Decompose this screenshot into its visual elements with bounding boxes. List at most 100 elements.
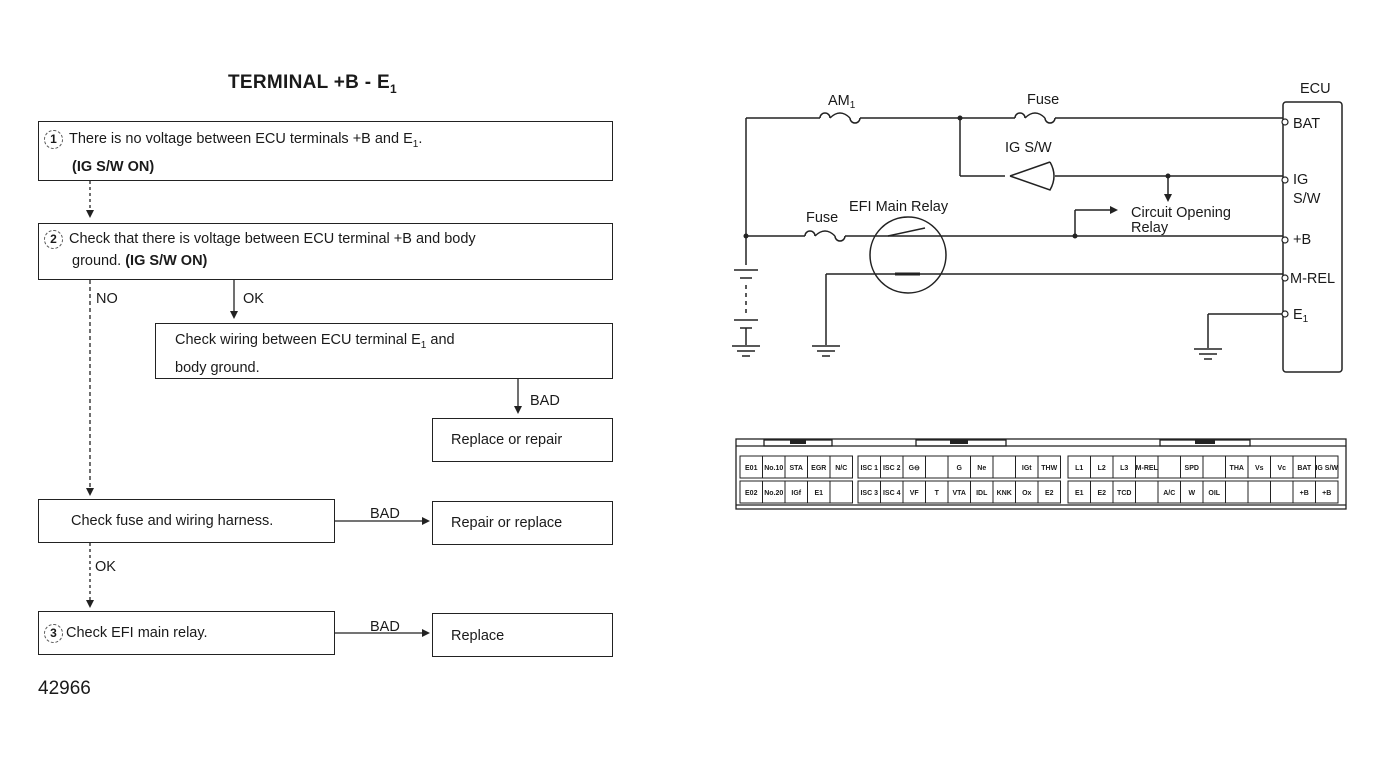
connector-pin-cell (1202, 455, 1226, 479)
step1-box (38, 121, 613, 181)
connector-pin-label: IGf (791, 490, 801, 497)
connector-pin-cell (1157, 455, 1181, 479)
label-ok-2: OK (95, 559, 116, 575)
circuit-opening-relay-label-1: Circuit Opening (1131, 205, 1231, 221)
connector-pin-label: W (1188, 490, 1195, 497)
connector-pin-label: IDL (976, 490, 988, 497)
connector-pin-label: Vc (1277, 465, 1286, 472)
connector-pin-label: +B (1300, 490, 1309, 497)
connector-pin-cell (829, 480, 853, 504)
circuit-opening-relay-label-2: Relay (1131, 220, 1169, 236)
connector-pin-label: L1 (1075, 465, 1083, 472)
connector-pin-label: E02 (745, 490, 758, 497)
check-wiring-text: Check wiring between ECU terminal E1 and… (175, 332, 455, 376)
check-wiring-box (155, 323, 613, 379)
replace-box (432, 613, 613, 657)
connector-pin-label: L2 (1098, 465, 1106, 472)
connector-pin-label: ISC 3 (860, 490, 878, 497)
connector-pin-label: SPD (1185, 465, 1199, 472)
connector-pin-label: N/C (835, 465, 847, 472)
connector-pin-label: ISC 1 (860, 465, 878, 472)
connector-pin-label: No.20 (764, 490, 783, 497)
connector-pin-label: +B (1322, 490, 1331, 497)
label-bad-3: BAD (370, 619, 400, 635)
connector-pin-cell (1247, 480, 1271, 504)
connector-pin-label: G (957, 465, 963, 472)
connector-pin-label: Ox (1022, 490, 1031, 497)
connector-pin-label: THW (1041, 465, 1057, 472)
ecu-box (1282, 101, 1343, 373)
connector-pin-label: IG S/W (1315, 465, 1338, 472)
connector-pin-label: E01 (745, 465, 758, 472)
connector-pin-label: OIL (1208, 490, 1220, 497)
label-bad-2: BAD (370, 506, 400, 522)
ig-terminal-label-2: S/W (1293, 191, 1321, 207)
fuse-top-label: Fuse (1027, 92, 1059, 108)
efi-main-relay-label: EFI Main Relay (849, 199, 949, 215)
connector-pin-label: E2 (1045, 490, 1054, 497)
step2-box (38, 223, 613, 280)
connector-pin-label: KNK (997, 490, 1012, 497)
step3-number: 3 (44, 623, 63, 643)
connector-pin-label: Vs (1255, 465, 1264, 472)
am1-fuse (819, 112, 861, 124)
connector-pin-cell (925, 455, 949, 479)
connector-pin-label: IGt (1022, 465, 1032, 472)
efi-fuse (804, 230, 846, 242)
connector-pin-label: E2 (1097, 490, 1106, 497)
repair-replace-text: Repair or replace (451, 515, 563, 531)
top-fuse (1014, 112, 1056, 124)
connector-pin-cell (1270, 480, 1294, 504)
connector-pin-label: M-REL (1136, 465, 1159, 472)
connector-pin-label: THA (1230, 465, 1244, 472)
ig-terminal-label-1: IG (1293, 172, 1308, 188)
step3-box (38, 611, 335, 655)
plus-b-terminal-label: +B (1293, 232, 1311, 248)
replace-repair-box (432, 418, 613, 462)
label-ok-1: OK (243, 291, 264, 307)
connector-pin-label: STA (790, 465, 803, 472)
replace-repair-text: Replace or repair (451, 432, 563, 448)
efi-main-relay-symbol (869, 216, 947, 294)
connector-pin-label: EGR (811, 465, 826, 472)
e1-terminal-label: E1 (1293, 307, 1309, 325)
replace-text: Replace (451, 628, 505, 644)
connector-pin-cell (1315, 455, 1339, 479)
check-fuse-text: Check fuse and wiring harness. (71, 513, 274, 529)
connector-pin-label: E1 (1075, 490, 1084, 497)
connector-pin-label: BAT (1297, 465, 1312, 472)
connector-pin-label: A/C (1163, 490, 1175, 497)
connector-pin-label: Ne (977, 465, 986, 472)
connector-pin-label: E1 (814, 490, 823, 497)
fuse-left-label: Fuse (806, 210, 838, 226)
ig-switch-symbol (1009, 161, 1055, 191)
ig-sw-label: IG S/W (1005, 140, 1052, 156)
connector-pin-label: ISC 2 (883, 465, 901, 472)
figure-number: 42966 (38, 678, 91, 699)
connector-pin-cell (1225, 480, 1249, 504)
step2-number: 2 (44, 229, 63, 249)
bat-terminal-label: BAT (1293, 116, 1320, 132)
connector-pin-cell (1135, 480, 1159, 504)
connector-pin-label: G⊖ (909, 465, 920, 472)
connector-pin-label: ISC 4 (883, 490, 901, 497)
connector-pin-label: T (935, 490, 940, 497)
am1-label: AM1 (828, 93, 856, 111)
connector-pin-cell (992, 455, 1016, 479)
page-title: TERMINAL +B - E1 (228, 72, 397, 96)
connector-pin-cell (1315, 480, 1339, 504)
connector-pin-label: VTA (953, 490, 966, 497)
connector-pin-label: L3 (1120, 465, 1128, 472)
connector-pin-cell (1037, 480, 1061, 504)
connector-pin-label: No.10 (764, 465, 783, 472)
label-bad-1: BAD (530, 393, 560, 409)
connector-pin-cell (1037, 455, 1061, 479)
connector-pin-cell (829, 455, 853, 479)
step1-number: 1 (44, 129, 63, 149)
